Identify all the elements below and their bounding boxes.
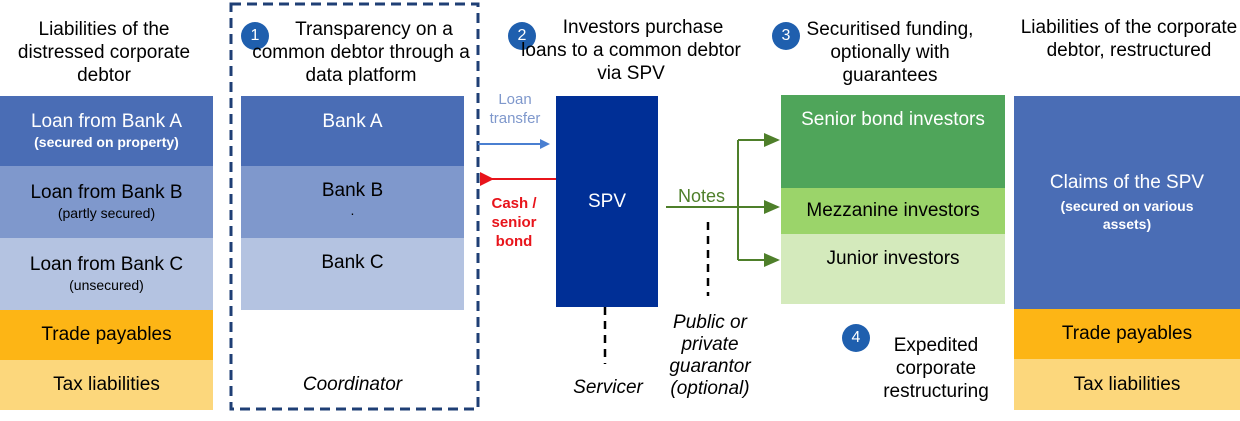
cash-label: Cash / senior bond — [491, 195, 537, 250]
claims-of-spv-label: Claims of the SPV — [1049, 172, 1205, 193]
coordinator-label: Coordinator — [302, 374, 403, 395]
mezzanine-investors-label: Mezzanine investors — [806, 200, 980, 221]
loan-bank-b-note: (partly secured) — [57, 205, 156, 221]
senior-bond-investors-block: Senior bond investors — [781, 95, 1005, 188]
right-tax-liabilities-label: Tax liabilities — [1073, 373, 1181, 395]
left-trade-payables-label: Trade payables — [41, 324, 172, 345]
step-2-badge: 2 — [508, 22, 536, 50]
spv-block: SPV — [556, 96, 658, 307]
step-3-badge: 3 — [772, 22, 800, 50]
loan-bank-b-block: Loan from Bank B (partly secured) — [0, 166, 213, 238]
loan-bank-a-note: (secured on property) — [34, 134, 179, 150]
step-1-header: Transparency on a common debtor through … — [252, 19, 470, 86]
notes-label: Notes — [678, 186, 726, 206]
right-trade-payables-label: Trade payables — [1061, 323, 1193, 344]
step-3-header: Securitised funding, optionally with gua… — [806, 19, 974, 86]
loan-transfer-label: Loan transfer — [489, 91, 541, 127]
bank-b-block: Bank B . — [241, 166, 464, 238]
coordinator-frame — [229, 2, 480, 411]
left-trade-payables: Trade payables — [0, 310, 213, 360]
loan-bank-c-block: Loan from Bank C (unsecured) — [0, 238, 213, 310]
junior-investors-block: Junior investors — [781, 234, 1005, 304]
loan-bank-c-note: (unsecured) — [69, 277, 144, 293]
senior-bond-investors-label: Senior bond investors — [801, 109, 985, 130]
right-trade-payables: Trade payables — [1014, 309, 1240, 359]
left-header: Liabilities of the distressed corporate … — [17, 19, 191, 86]
right-tax-liabilities: Tax liabilities — [1014, 359, 1240, 410]
bank-a-block: Bank A — [241, 96, 464, 166]
loan-bank-c-label: Loan from Bank C — [29, 254, 184, 275]
claims-of-spv-block: Claims of the SPV (secured on various as… — [1014, 96, 1240, 309]
step-4-badge: 4 — [842, 324, 870, 352]
notes-connector — [666, 133, 780, 267]
spv-label: SPV — [587, 190, 627, 212]
step-1-badge: 1 — [241, 22, 269, 50]
loan-bank-a-label: Loan from Bank A — [30, 111, 183, 132]
bank-c-label: Bank C — [321, 252, 384, 273]
mezzanine-investors-block: Mezzanine investors — [781, 188, 1005, 234]
bank-c-block: Bank C — [241, 238, 464, 310]
claims-of-spv-note: (secured on various assets) — [1060, 198, 1194, 232]
left-tax-liabilities: Tax liabilities — [0, 360, 213, 410]
servicer-label: Servicer — [573, 377, 643, 398]
loan-bank-b-label: Loan from Bank B — [30, 182, 183, 203]
junior-investors-label: Junior investors — [826, 248, 960, 269]
bank-a-label: Bank A — [322, 111, 383, 132]
bank-b-dot: . — [350, 202, 355, 218]
loan-bank-a-block: Loan from Bank A (secured on property) — [0, 96, 213, 166]
step-4-label: Expedited corporate restructuring — [883, 335, 989, 402]
guarantor-label: Public or private guarantor (optional) — [669, 312, 751, 399]
step-2-header: Investors purchase loans to a common deb… — [521, 17, 741, 84]
left-tax-liabilities-label: Tax liabilities — [53, 374, 160, 395]
right-header: Liabilities of the corporate debtor, res… — [1020, 17, 1238, 61]
bank-b-label: Bank B — [321, 180, 384, 201]
